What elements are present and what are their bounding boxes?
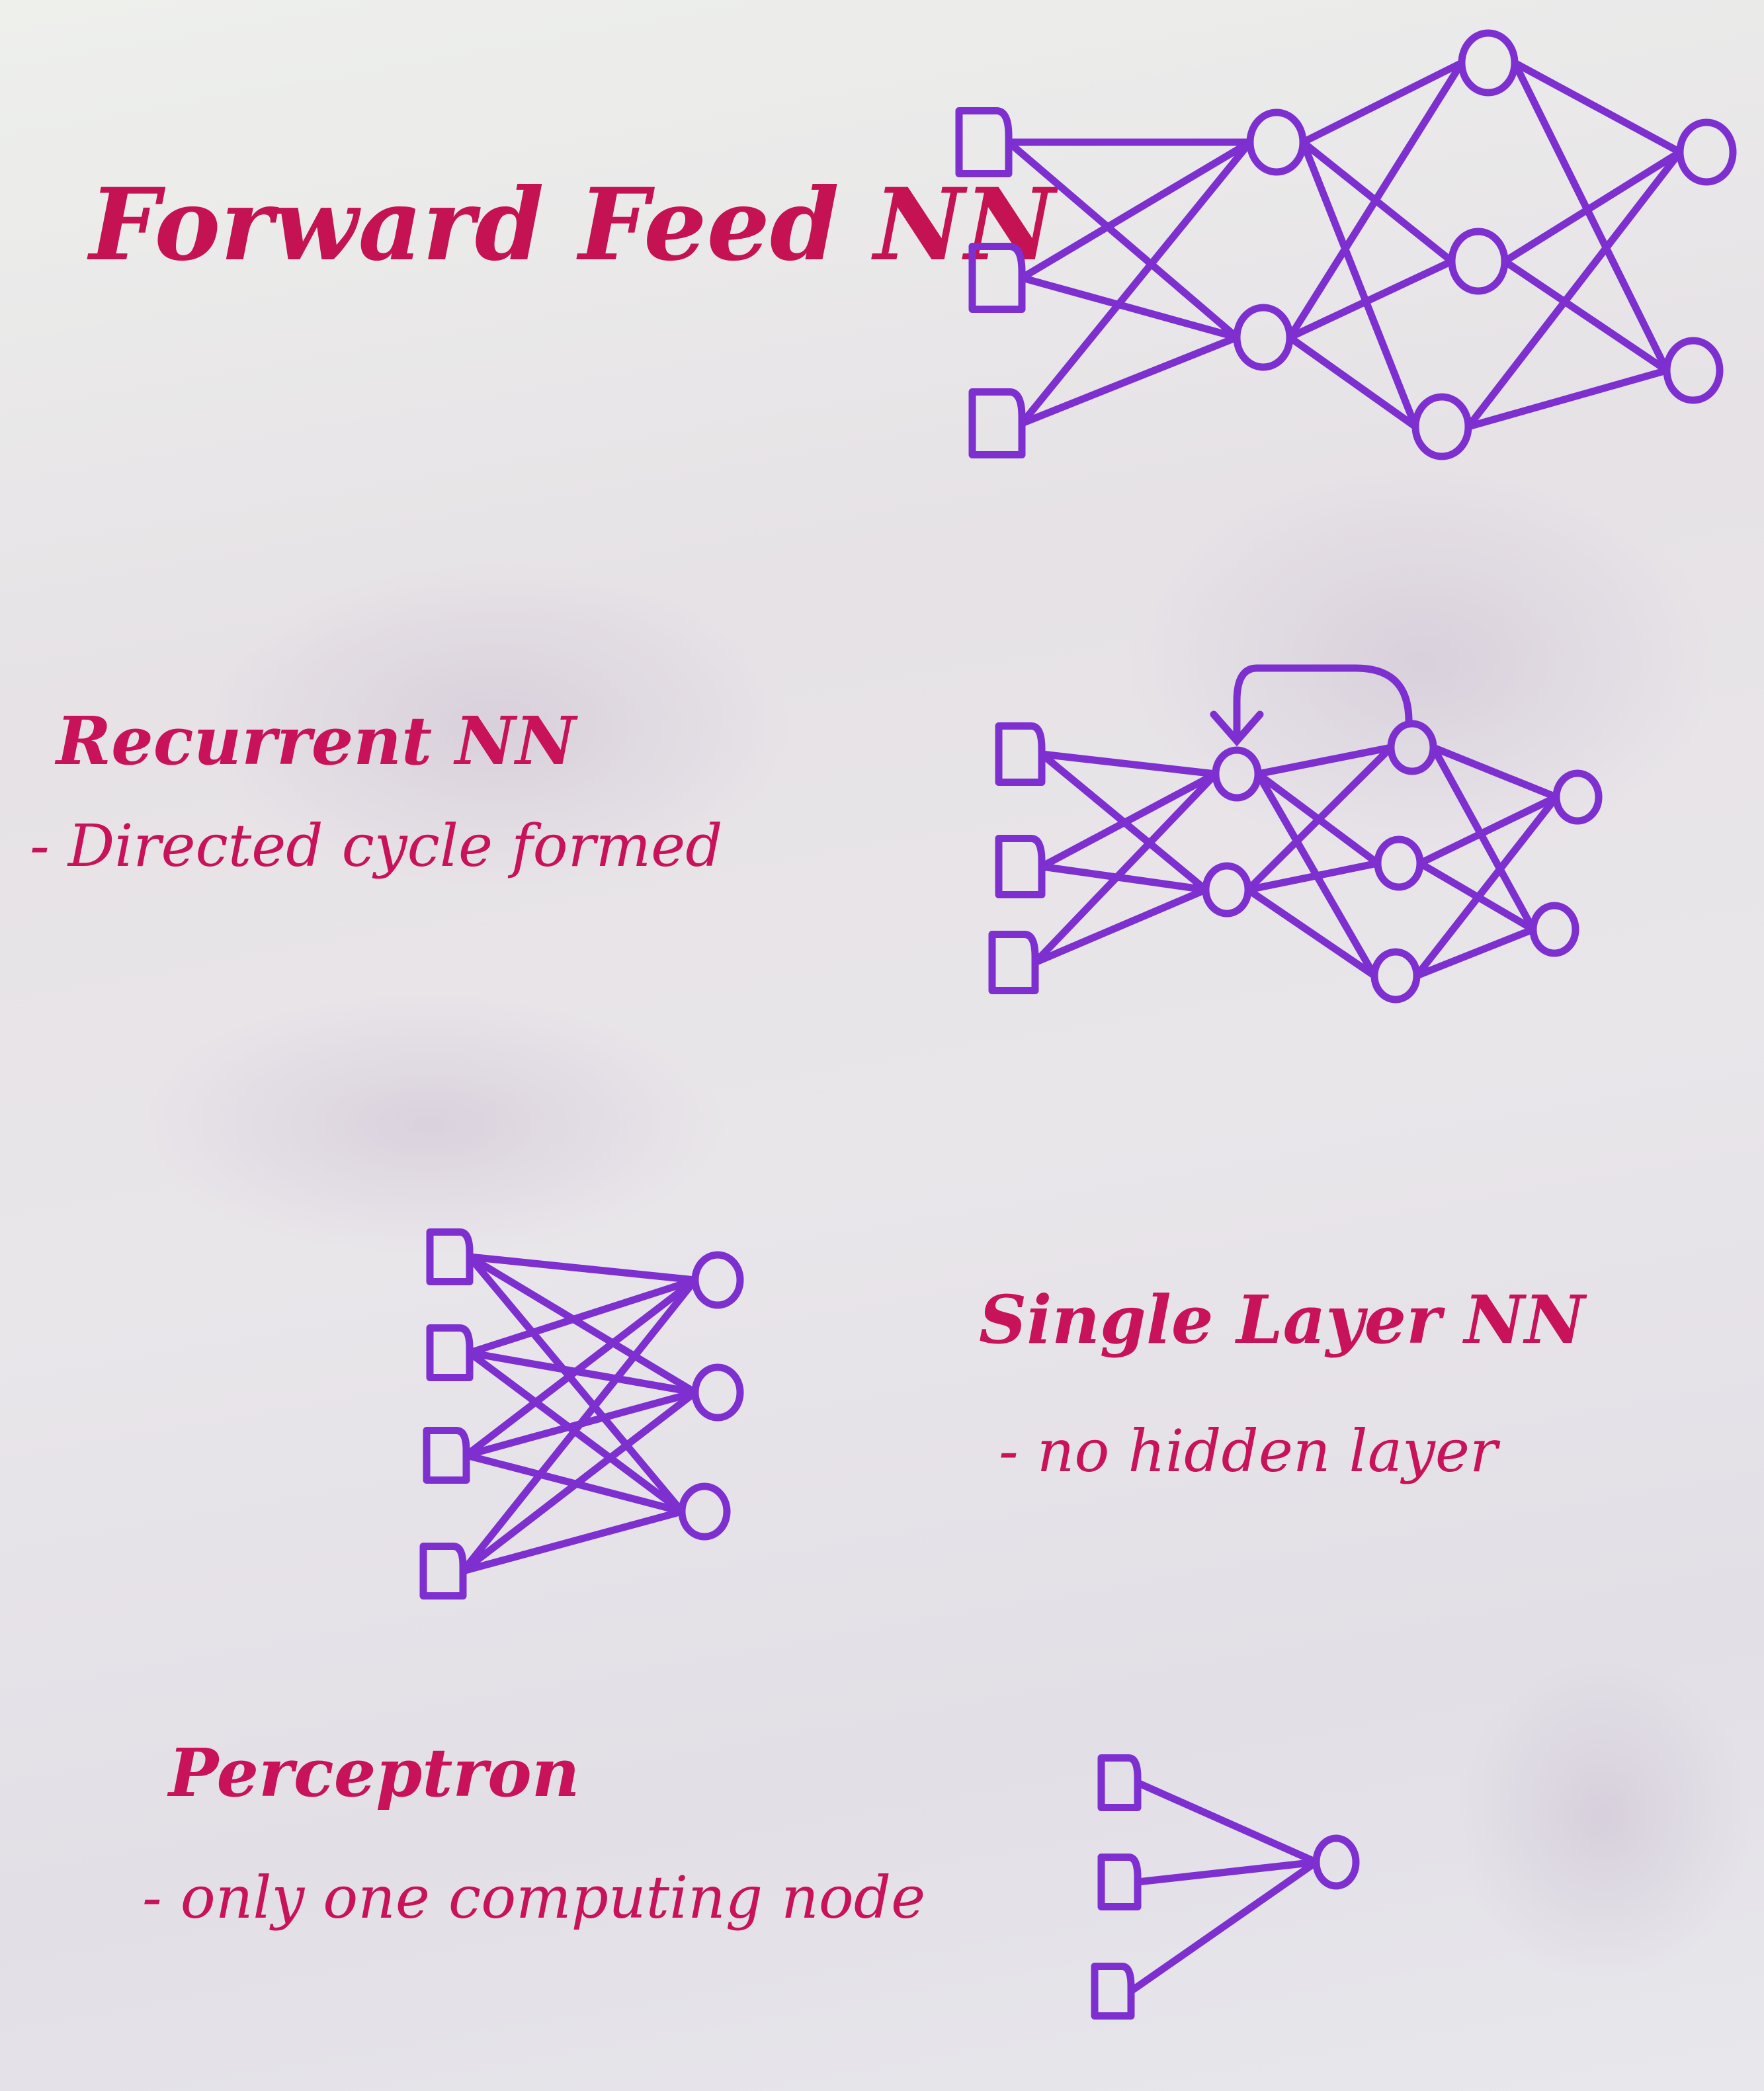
single-layer-note: - no hidden layer: [999, 1417, 1498, 1485]
connection-line: [1005, 138, 1241, 341]
recurrent-note: - Directed cycle formed: [30, 812, 723, 880]
perceptron-title: Perceptron: [169, 1734, 580, 1812]
single-layer-title: Single Layer NN: [979, 1281, 1585, 1359]
connection-line: [1018, 138, 1254, 427]
hidden-node-circle: [1448, 228, 1509, 295]
connection-line: [466, 1349, 699, 1396]
connection-line: [1299, 138, 1419, 431]
perceptron-diagram: [1091, 1754, 1360, 2020]
input-node-square: [1097, 1754, 1142, 1811]
connection-line: [1501, 148, 1684, 265]
erased-smudge: [198, 562, 794, 893]
connection-line: [1413, 793, 1560, 980]
output-node-circle: [678, 1482, 731, 1541]
connection-line: [466, 1253, 699, 1396]
connection-line: [1018, 274, 1241, 341]
connection-line: [1244, 859, 1382, 894]
hidden-node-circle: [1370, 948, 1421, 1003]
connection-line: [466, 1276, 699, 1357]
connection-line: [1429, 744, 1537, 933]
input-node-square: [968, 388, 1026, 458]
connection-line: [1018, 138, 1254, 282]
input-node-square: [1097, 1854, 1142, 1910]
hidden-node-circle: [1202, 862, 1252, 917]
connection-line: [1031, 770, 1220, 966]
input-node-square: [968, 243, 1026, 313]
connection-line: [1244, 744, 1395, 894]
connection-line: [1286, 257, 1456, 341]
feedforward-network-diagram: [955, 29, 1737, 460]
connection-line: [1286, 59, 1466, 341]
connection-line: [1038, 770, 1220, 871]
connection-line: [1038, 750, 1220, 778]
input-node-square: [988, 931, 1039, 994]
connection-line: [459, 1388, 699, 1575]
connection-line: [459, 1276, 699, 1575]
connection-line: [1254, 744, 1395, 778]
input-node-square: [423, 1427, 470, 1484]
hidden-node-circle: [1246, 108, 1307, 176]
connection-line: [1501, 257, 1671, 374]
output-node-circle: [1676, 118, 1737, 186]
recurrent-title: Recurrent NN: [56, 702, 576, 780]
connection-line: [1244, 886, 1378, 980]
connection-line: [466, 1253, 699, 1284]
input-node-square: [995, 835, 1046, 898]
connection-line: [1127, 1858, 1320, 1995]
output-node-circle: [1312, 1834, 1360, 1890]
connection-line: [1286, 333, 1419, 431]
feedback-arrowhead: [1210, 710, 1264, 747]
connection-line: [1464, 148, 1684, 431]
erased-smudge: [132, 992, 728, 1257]
output-node-circle: [691, 1251, 744, 1309]
connection-line: [1018, 333, 1241, 427]
connection-line: [1511, 59, 1671, 374]
connection-line: [1134, 1779, 1320, 1866]
input-node-square: [955, 107, 1013, 177]
output-node-circle: [1663, 337, 1724, 404]
feedforward-title: Forward Feed NN: [89, 167, 1056, 283]
connection-line: [466, 1253, 686, 1515]
input-node-square: [1091, 1963, 1135, 2020]
erased-smudge: [1455, 1654, 1753, 1984]
connection-line: [1134, 1858, 1320, 1886]
hidden-node-circle: [1411, 393, 1472, 460]
connection-line: [1299, 59, 1466, 146]
input-node-square: [995, 722, 1046, 786]
connection-line: [1464, 366, 1671, 431]
output-node-circle: [1552, 769, 1603, 825]
connection-line: [459, 1508, 686, 1575]
hidden-node-circle: [1458, 29, 1519, 97]
connection-line: [462, 1276, 699, 1459]
connection-line: [1511, 59, 1684, 156]
hidden-node-circle: [1374, 835, 1424, 891]
output-node-circle: [691, 1363, 744, 1422]
hidden-node-circle: [1387, 720, 1437, 775]
feedback-loop-arrow: [1233, 664, 1413, 738]
hidden-node-circle: [1212, 746, 1262, 802]
perceptron-note: - only one computing node: [142, 1863, 926, 1932]
connection-line: [1416, 793, 1560, 867]
input-node-square: [426, 1228, 474, 1285]
recurrent-network-diagram: [988, 664, 1603, 1003]
connection-line: [1429, 744, 1560, 801]
single-layer-network-diagram: [419, 1228, 744, 1600]
input-node-square: [426, 1324, 474, 1381]
input-node-square: [419, 1543, 467, 1600]
output-node-circle: [1529, 902, 1579, 957]
connection-line: [1031, 886, 1210, 966]
connection-line: [1038, 863, 1210, 894]
connection-line: [1413, 925, 1537, 980]
hidden-node-circle: [1233, 304, 1294, 371]
